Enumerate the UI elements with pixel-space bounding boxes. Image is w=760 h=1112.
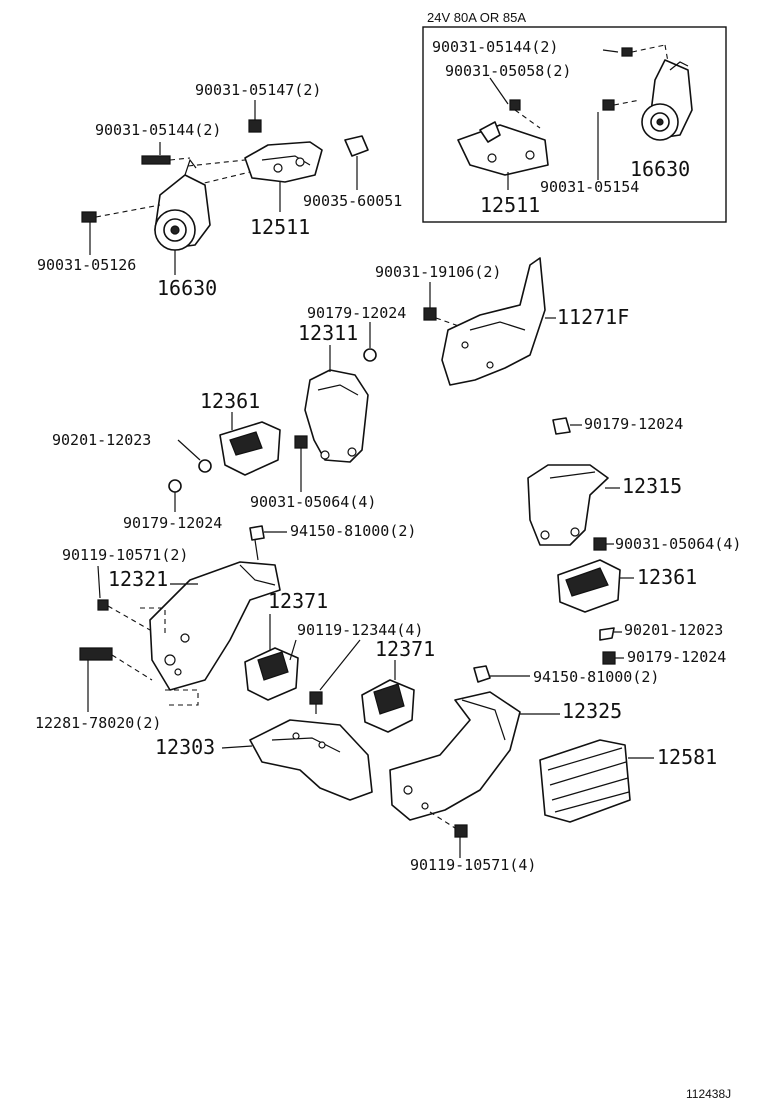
inset-bolt-a-label: 90031-05144(2) <box>432 38 558 56</box>
nut-12024-c-label: 90179-12024 <box>584 415 683 433</box>
bolt-12344-label: 90119-12344(4) <box>297 621 423 639</box>
nut-12024-d-label: 90179-12024 <box>627 648 726 666</box>
inset-bracket-drawing <box>457 121 549 176</box>
bolt-05147-label: 90031-05147(2) <box>195 81 321 99</box>
bolt-05144-label: 90031-05144(2) <box>95 121 221 139</box>
part-12581-label: 12581 <box>657 745 717 769</box>
bolt-78020-label: 12281-78020(2) <box>35 714 161 732</box>
inset-bracket-label: 12511 <box>480 193 540 217</box>
part-12371-a-label: 12371 <box>268 589 328 613</box>
bolt-05064-b-label: 90031-05064(4) <box>615 535 741 553</box>
part-11271f-label: 11271F <box>557 305 629 329</box>
mount-12361-left: 12361 90201-12023 90179-12024 90031-0506… <box>52 389 376 532</box>
nut-81000-b-label: 94150-81000(2) <box>533 668 659 686</box>
ref-code: 112438J <box>686 1087 731 1101</box>
part-12361-a-label: 12361 <box>200 389 260 413</box>
nut-81000-a-label: 94150-81000(2) <box>290 522 416 540</box>
inset-bolt-b-label: 90031-05058(2) <box>445 62 571 80</box>
mount-12361-right: 12361 90201-12023 90179-12024 94150-8100… <box>473 559 726 686</box>
bolt-05126-label: 90031-05126 <box>37 256 136 274</box>
bolt-10571-b-label: 90119-10571(4) <box>410 856 536 874</box>
inset-bolts <box>489 44 669 190</box>
inset-title: 24V 80A OR 85A <box>427 10 526 25</box>
mounts-12371-group: 12371 90119-12344(4) 12371 <box>244 589 435 733</box>
part-12325-label: 12325 <box>562 699 622 723</box>
part-12325-group: 12325 90119-10571(4) <box>389 691 622 874</box>
inset-bolt-c-label: 90031-05154 <box>540 178 639 196</box>
inset-alternator-label: 16630 <box>630 157 690 181</box>
part-12311-label: 12311 <box>298 321 358 345</box>
part-12303-group: 12303 <box>155 719 373 801</box>
part-12581-group: 12581 <box>539 739 717 823</box>
bolt-19106-label: 90031-19106(2) <box>375 263 501 281</box>
engine-plate-group: 90031-19106(2) 90179-12024 12311 11271F <box>298 257 629 463</box>
bracket-12321-group: 94150-81000(2) 90119-10571(2) 12321 1228… <box>35 522 416 732</box>
nut-12024-a-label: 90179-12024 <box>307 304 406 322</box>
inset-box: 24V 80A OR 85A 90031-05144(2) 90031-0505… <box>422 10 727 223</box>
part-12321-label: 12321 <box>108 567 168 591</box>
alternator-group: 90031-05147(2) 90031-05144(2) 90035-6005… <box>37 81 402 300</box>
bracket-12315-group: 90179-12024 12315 90031-05064(4) <box>527 415 741 553</box>
inset-alternator-drawing <box>641 59 693 141</box>
bracket-12511-label: 12511 <box>250 215 310 239</box>
washer-12023-b-label: 90201-12023 <box>624 621 723 639</box>
washer-12023-a-label: 90201-12023 <box>52 431 151 449</box>
alt-16630-label: 16630 <box>157 276 217 300</box>
part-12303-label: 12303 <box>155 735 215 759</box>
cap-60051-label: 90035-60051 <box>303 192 402 210</box>
nut-12024-b-label: 90179-12024 <box>123 514 222 532</box>
part-12371-b-label: 12371 <box>375 637 435 661</box>
part-12315-label: 12315 <box>622 474 682 498</box>
bolt-10571-a-label: 90119-10571(2) <box>62 546 188 564</box>
part-12361-b-label: 12361 <box>637 565 697 589</box>
bolt-05064-a-label: 90031-05064(4) <box>250 493 376 511</box>
